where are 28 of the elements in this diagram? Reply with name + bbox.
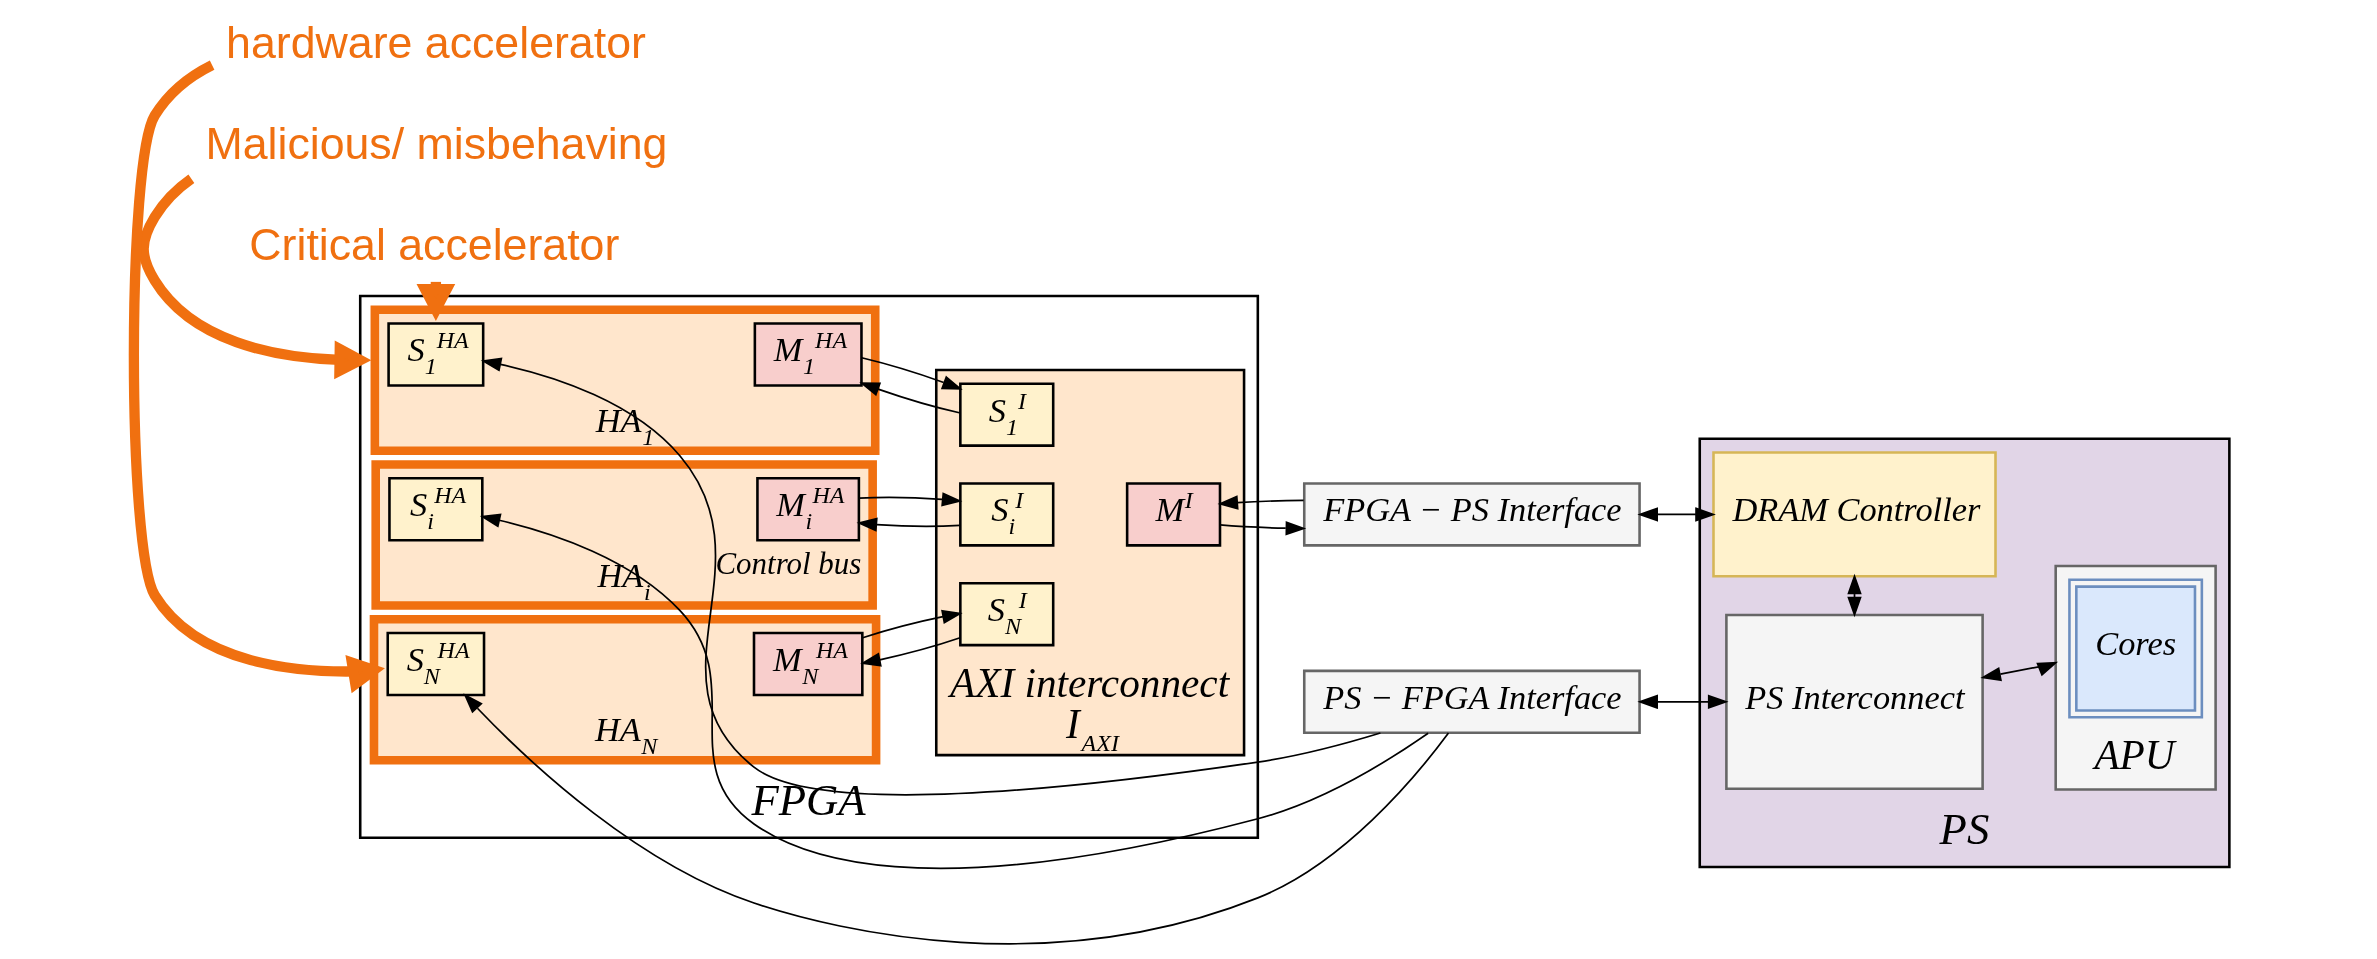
- node-text: Critical accelerator: [249, 220, 620, 270]
- node-box: M$^{I}$: [1125, 482, 1222, 547]
- arrow: [1847, 573, 1862, 618]
- arrow: [1980, 661, 2059, 682]
- arrow: [861, 609, 963, 639]
- arrow: [1637, 694, 1729, 710]
- arrow: [860, 636, 961, 667]
- arrow: [479, 513, 1429, 870]
- node-box: PS Interconnect: [1725, 613, 1984, 790]
- arrow: [856, 517, 961, 532]
- arrow: [463, 693, 1450, 945]
- arrow: [416, 281, 456, 321]
- arrow: [1637, 507, 1716, 522]
- arrow: [138, 174, 372, 380]
- arrow: [480, 357, 1382, 796]
- arrow: [1217, 495, 1305, 510]
- arrow: [1219, 520, 1307, 536]
- node-box: Cores: [2068, 578, 2204, 719]
- node-text: Malicious/ misbehaving: [205, 118, 668, 168]
- edge-label: Control bus: [715, 546, 862, 582]
- node-box: DRAM Controller: [1712, 451, 1997, 578]
- arrow: [858, 492, 963, 507]
- node-box: PS − FPGA Interface: [1302, 669, 1641, 735]
- node-box: FPGA − PS Interface: [1302, 482, 1641, 547]
- arrow: [860, 356, 963, 390]
- arrow: [128, 60, 385, 694]
- arrow: [859, 382, 962, 414]
- node-text: hardware accelerator: [226, 17, 646, 67]
